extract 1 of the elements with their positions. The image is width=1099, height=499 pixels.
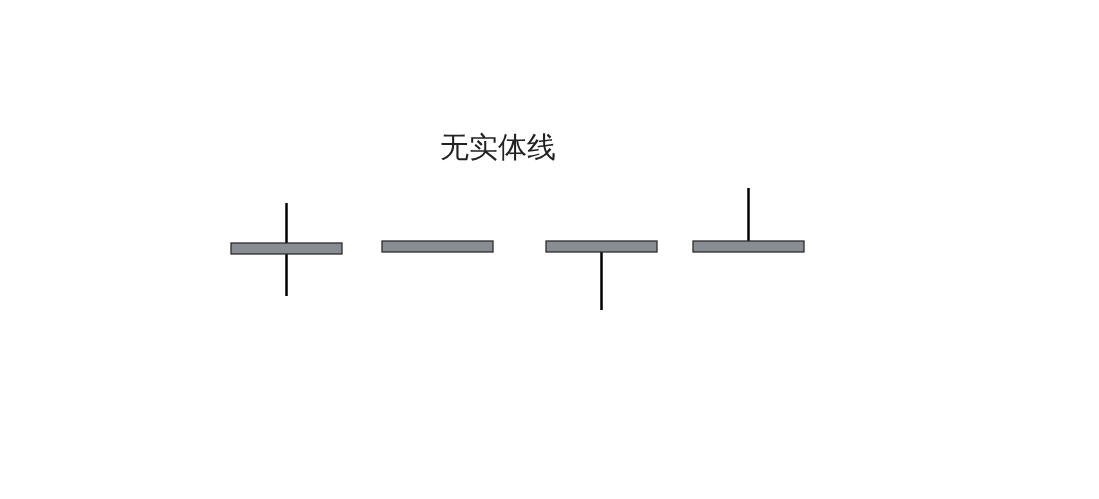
title: 无实体线 xyxy=(440,129,556,166)
